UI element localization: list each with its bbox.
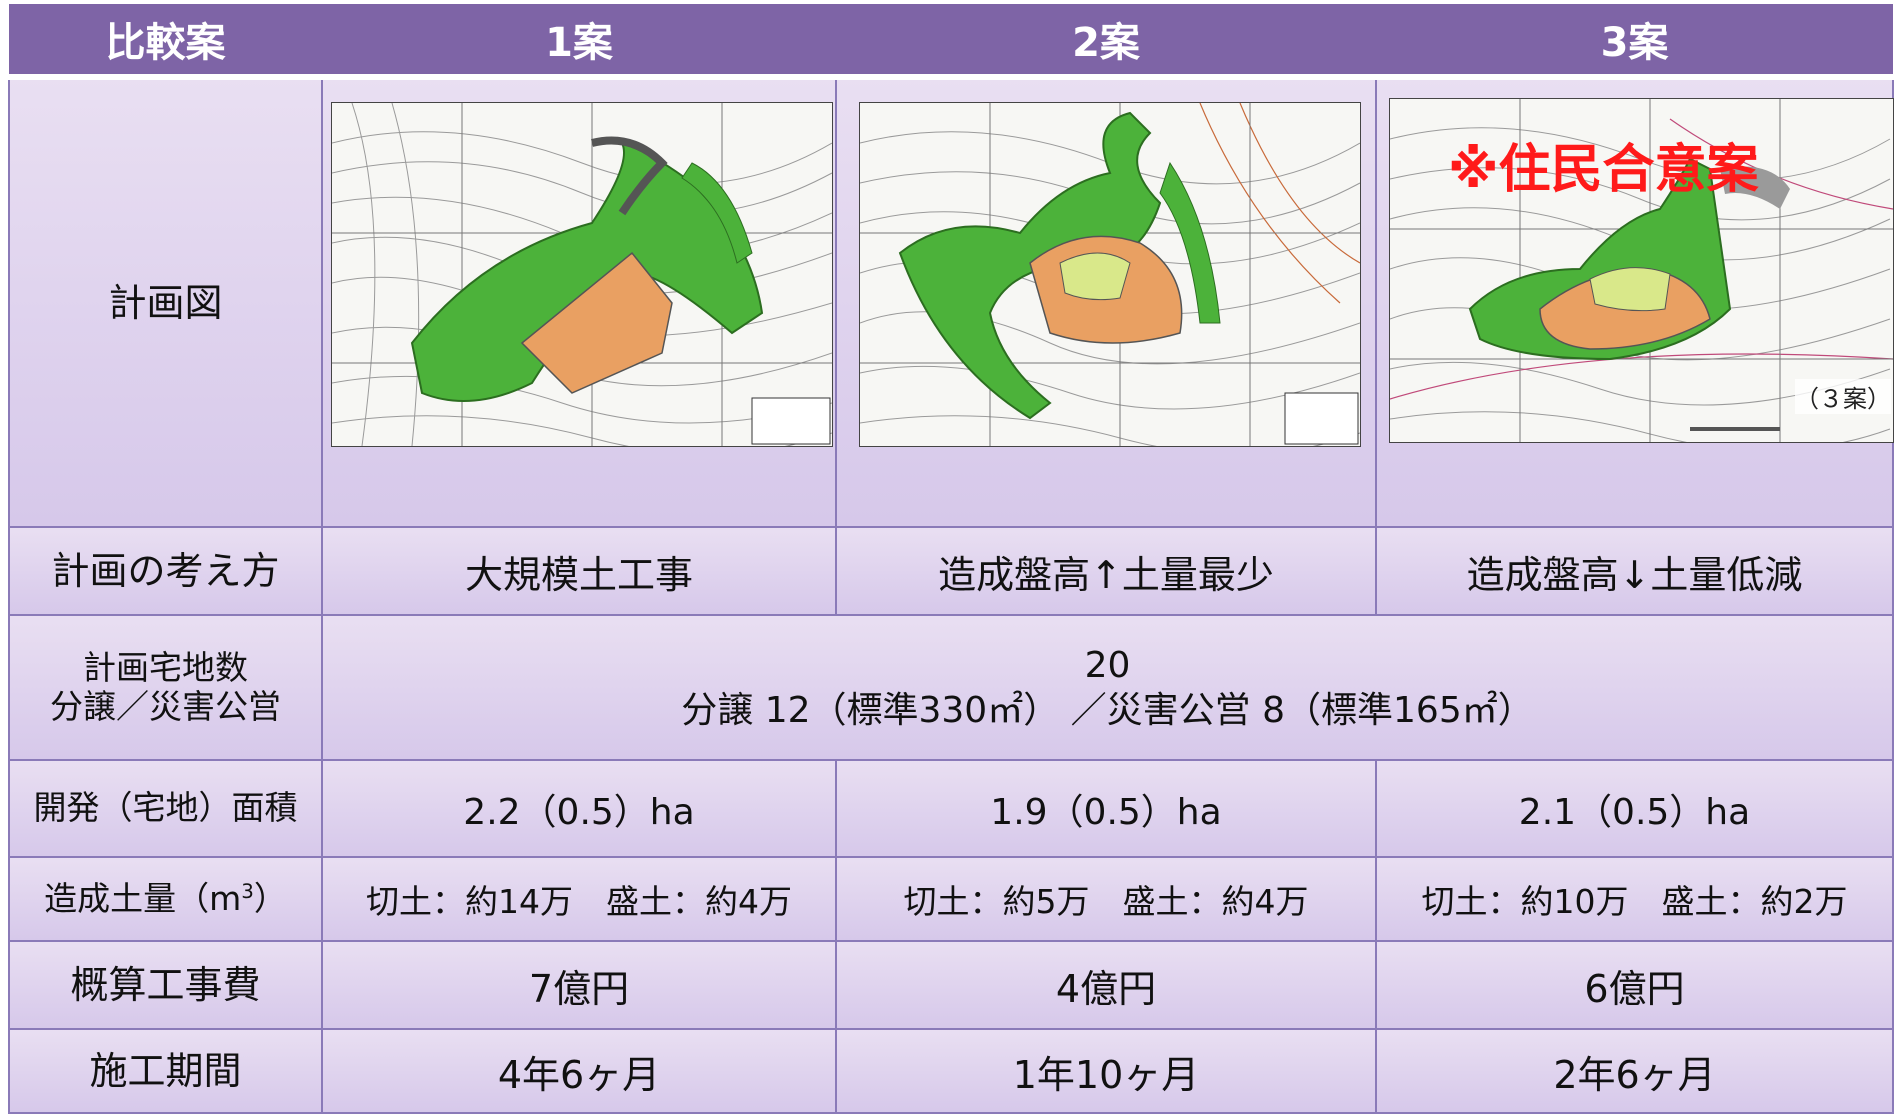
row-label-earthwork-volume: 造成土量（m3） (8, 856, 323, 942)
plan-2-earthwork: 切土：約5万 盛土：約4万 (835, 856, 1377, 942)
row-label-planning-concept: 計画の考え方 (8, 526, 323, 616)
planned-lots-breakdown: 分譲 12（標準330㎡） ／災害公営 8（標準165㎡） (681, 689, 1534, 731)
plan-2-site-map (859, 102, 1361, 447)
earthwork-label-sup: 3 (241, 879, 254, 903)
comparison-table: 比較案 1案 2案 3案 計画図 (8, 4, 1894, 1114)
header-plan-3: 3案 (1376, 4, 1893, 80)
resident-consensus-note: ※住民合意案 (1448, 140, 1759, 200)
header-row: 比較案 1案 2案 3案 (9, 4, 1893, 80)
plan-2-cost: 4億円 (835, 940, 1377, 1030)
plan-1-drawing-cell (321, 76, 837, 528)
plan-3-drawing-cell: ※住民合意案 （３案） (1375, 76, 1894, 528)
row-estimated-cost: 概算工事費 7億円 4億円 6億円 (8, 940, 1894, 1030)
row-planning-concept: 計画の考え方 大規模土工事 造成盤高↑土量最少 造成盤高↓土量低減 (8, 526, 1894, 616)
row-label-plan-drawing: 計画図 (8, 76, 323, 528)
plan-1-concept: 大規模土工事 (321, 526, 837, 616)
planned-lots-value: 20 分譲 12（標準330㎡） ／災害公営 8（標準165㎡） (321, 614, 1894, 761)
row-label-development-area: 開発（宅地）面積 (8, 759, 323, 858)
plan-3-period: 2年6ヶ月 (1375, 1028, 1894, 1114)
plan-3-site-map: ※住民合意案 （３案） (1389, 98, 1894, 443)
earthwork-label-prefix: 造成土量（m (44, 878, 242, 918)
row-development-area: 開発（宅地）面積 2.2（0.5）ha 1.9（0.5）ha 2.1（0.5）h… (8, 759, 1894, 858)
plan-1-site-map (331, 102, 833, 447)
plan-1-area: 2.2（0.5）ha (321, 759, 837, 858)
plan-3-area: 2.1（0.5）ha (1375, 759, 1894, 858)
header-plan-2: 2案 (836, 4, 1376, 80)
plan-1-cost: 7億円 (321, 940, 837, 1030)
plan-2-drawing-cell (835, 76, 1377, 528)
plan-3-map-tag: （３案） (1795, 379, 1891, 414)
planned-lots-total: 20 (1084, 644, 1131, 686)
plan-2-concept: 造成盤高↑土量最少 (835, 526, 1377, 616)
plan-1-period: 4年6ヶ月 (321, 1028, 837, 1114)
row-label-construction-period: 施工期間 (8, 1028, 323, 1114)
row-plan-drawing: 計画図 (8, 76, 1894, 528)
plan-3-cost: 6億円 (1375, 940, 1894, 1030)
row-label-estimated-cost: 概算工事費 (8, 940, 323, 1030)
plan-1-earthwork: 切土：約14万 盛土：約4万 (321, 856, 837, 942)
header-plan-1: 1案 (322, 4, 836, 80)
plan-3-concept: 造成盤高↓土量低減 (1375, 526, 1894, 616)
row-label-planned-lots: 計画宅地数 分譲／災害公営 (8, 614, 323, 761)
row-label-planned-lots-line1: 計画宅地数 (83, 647, 248, 687)
row-label-planned-lots-line2: 分譲／災害公営 (50, 686, 281, 726)
row-construction-period: 施工期間 4年6ヶ月 1年10ヶ月 2年6ヶ月 (8, 1028, 1894, 1114)
plan-2-period: 1年10ヶ月 (835, 1028, 1377, 1114)
row-earthwork-volume: 造成土量（m3） 切土：約14万 盛土：約4万 切土：約5万 盛土：約4万 切土… (8, 856, 1894, 942)
plan-3-earthwork: 切土：約10万 盛土：約2万 (1375, 856, 1894, 942)
row-planned-lots: 計画宅地数 分譲／災害公営 20 分譲 12（標準330㎡） ／災害公営 8（標… (8, 614, 1894, 761)
earthwork-label-suffix: ） (253, 878, 287, 918)
header-comparison: 比較案 (9, 4, 322, 80)
plan-2-area: 1.9（0.5）ha (835, 759, 1377, 858)
